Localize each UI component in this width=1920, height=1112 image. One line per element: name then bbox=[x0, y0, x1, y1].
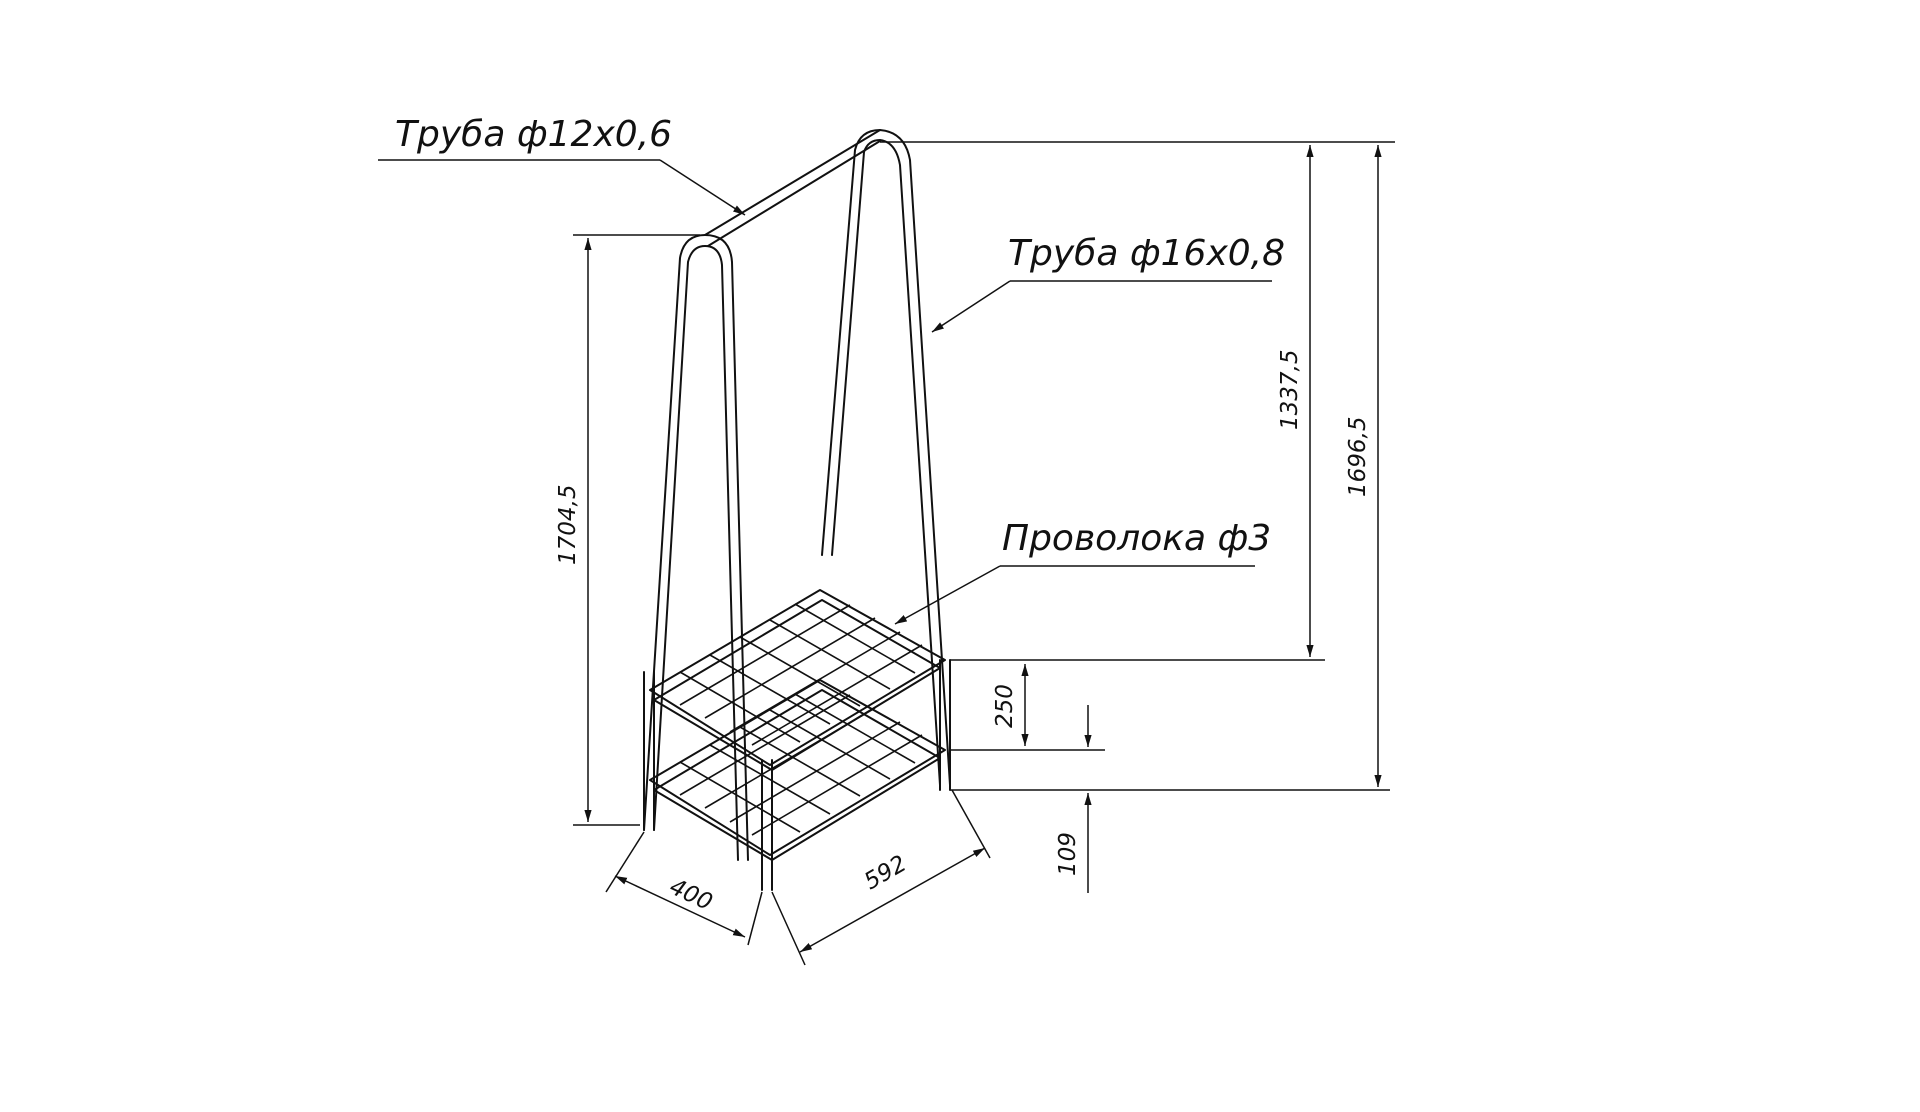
callout-frame-tube: Труба ф16x0,8 bbox=[931, 233, 1285, 333]
dim-depth-value: 400 bbox=[665, 874, 716, 916]
left-foot bbox=[643, 671, 655, 831]
top-tube bbox=[704, 129, 881, 236]
top-tube-inner bbox=[707, 140, 881, 247]
dim-height-left: 1704,5 bbox=[555, 234, 700, 826]
dim-bottom-clearance-value: 109 bbox=[1055, 832, 1081, 876]
dim-height-left-value: 1704,5 bbox=[555, 485, 581, 565]
left-frame-outer bbox=[643, 234, 749, 861]
dim-width: 592 bbox=[771, 789, 991, 966]
rack-frame bbox=[643, 129, 951, 891]
right-foot bbox=[939, 659, 951, 791]
left-frame-inner bbox=[653, 245, 739, 861]
callout-top-tube-label: Труба ф12x0,6 bbox=[395, 114, 672, 155]
callout-frame-tube-label: Труба ф16x0,8 bbox=[1008, 233, 1285, 274]
callout-top-tube: Труба ф12x0,6 bbox=[378, 114, 746, 216]
dim-width-value: 592 bbox=[860, 851, 911, 895]
dim-height-total-value: 1696,5 bbox=[1345, 417, 1371, 497]
upper-shelf bbox=[649, 589, 946, 771]
dim-height-to-shelf-value: 1337,5 bbox=[1277, 350, 1303, 430]
center-foot bbox=[761, 759, 773, 891]
dim-bottom-clearance: 109 bbox=[1055, 705, 1092, 893]
right-frame-inner bbox=[831, 139, 941, 786]
lower-shelf bbox=[649, 679, 946, 861]
dim-shelf-gap-value: 250 bbox=[992, 684, 1018, 728]
dim-shelf-gap: 250 bbox=[950, 664, 1105, 751]
dim-height-total: 1696,5 bbox=[950, 145, 1390, 791]
callout-wire: Проволока ф3 bbox=[894, 518, 1271, 625]
callout-wire-label: Проволока ф3 bbox=[1002, 518, 1271, 559]
dim-height-to-shelf: 1337,5 bbox=[880, 141, 1395, 661]
